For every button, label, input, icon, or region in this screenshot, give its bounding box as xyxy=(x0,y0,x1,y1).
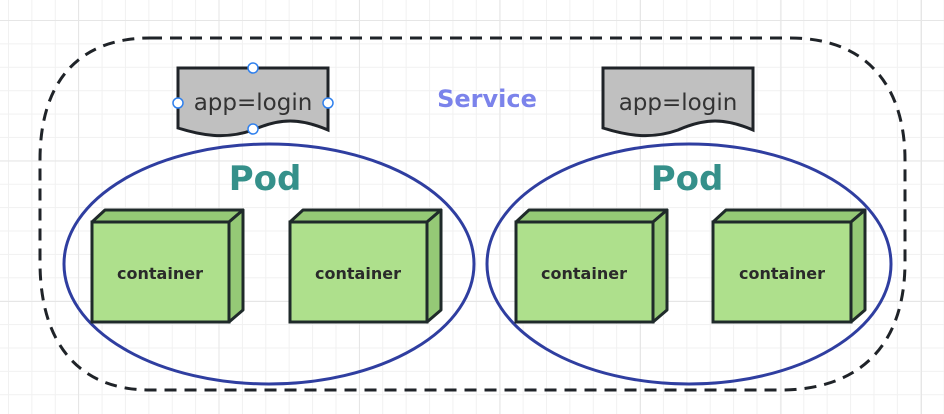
container-label: container xyxy=(541,264,627,283)
selection-handle-right[interactable] xyxy=(322,97,334,109)
pod-label: Pod xyxy=(651,159,724,199)
selector-tag-1[interactable]: app=login xyxy=(172,62,334,138)
selector-tag-label: app=login xyxy=(194,90,313,116)
selection-handle-left[interactable] xyxy=(172,97,184,109)
container-label: container xyxy=(739,264,825,283)
service-label: Service xyxy=(437,85,537,113)
selector-tag-label: app=login xyxy=(619,90,738,116)
selection-handle-bottom[interactable] xyxy=(247,123,259,135)
selection-handle-top[interactable] xyxy=(247,62,259,74)
container-node[interactable]: container xyxy=(514,208,669,324)
container-label: container xyxy=(315,264,401,283)
container-node[interactable]: container xyxy=(288,208,443,324)
selector-tag-2[interactable]: app=login xyxy=(601,66,755,138)
pod-label: Pod xyxy=(229,159,302,199)
container-node[interactable]: container xyxy=(90,208,245,324)
pod-boundary[interactable] xyxy=(62,142,476,386)
pod-1[interactable]: Pod container container xyxy=(62,142,476,386)
pod-2[interactable]: Pod container container xyxy=(485,142,893,386)
service-boundary[interactable] xyxy=(38,36,907,392)
container-node[interactable]: container xyxy=(711,208,867,324)
container-label: container xyxy=(117,264,203,283)
pod-boundary[interactable] xyxy=(485,142,893,386)
